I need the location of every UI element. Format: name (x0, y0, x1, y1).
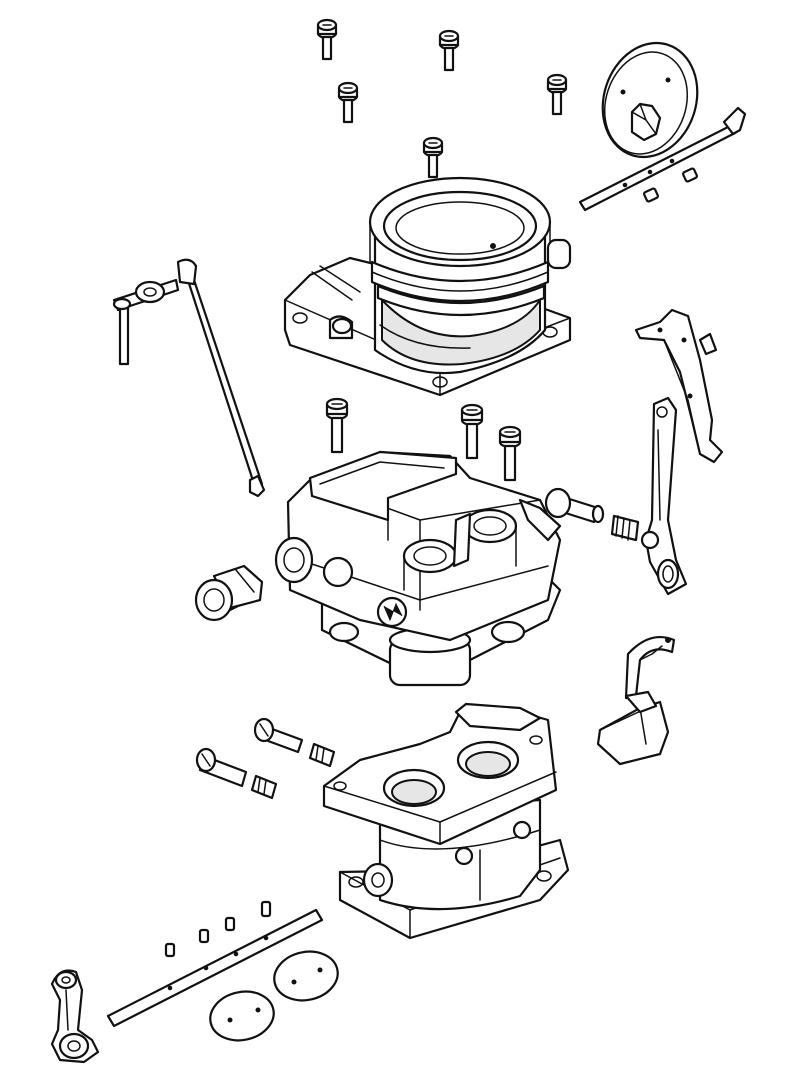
throttle-plate (273, 950, 339, 1002)
choke-plate (601, 41, 699, 159)
bowl-screw (325, 397, 349, 454)
throttle-shaft (106, 908, 324, 1028)
throttle-plate (209, 990, 275, 1042)
pump-link (640, 396, 688, 596)
top-screw (422, 136, 444, 179)
bowl-screw (498, 425, 522, 482)
inlet-fitting (194, 564, 264, 622)
top-screw (438, 29, 460, 72)
throttle-lever (50, 969, 100, 1064)
throttle-body-screw (253, 717, 336, 768)
fast-idle-link (634, 308, 724, 464)
bowl-screw (460, 403, 484, 460)
top-screw (546, 73, 568, 116)
throttle-body (322, 702, 570, 940)
top-screw (316, 18, 338, 61)
throttle-screw (164, 900, 272, 958)
top-screw (337, 81, 359, 124)
main-body (274, 450, 562, 687)
pump-spring (610, 514, 640, 542)
float (596, 636, 676, 766)
throttle-body-screw (195, 747, 278, 800)
pump-plunger (544, 487, 605, 524)
choke-shaft (578, 106, 747, 212)
air-horn (283, 176, 572, 397)
choke-rod (112, 258, 266, 498)
